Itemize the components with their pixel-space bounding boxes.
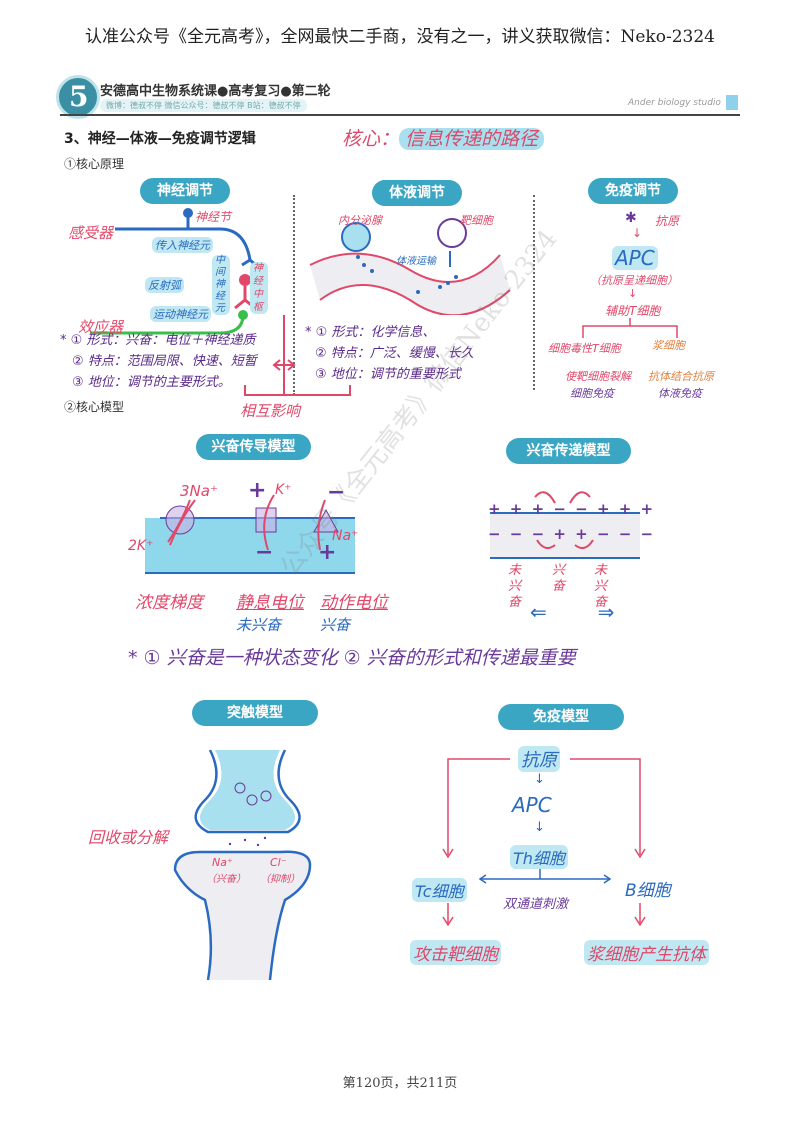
header-divider [60,114,740,116]
minus-sign-icon: − [255,540,274,565]
subsection-principle: ①核心原理 [64,157,125,171]
ion-na: Na⁺ [332,528,359,544]
label-cl: Cl⁻ [270,856,287,869]
label-transport: 体液运输 [396,256,436,267]
logo-icon: 5 [56,75,100,119]
humoral-notes: * ① 形式：化学信息、 ② 特点：广泛、缓慢、长久 ③ 地位：调节的重要形式 [305,322,474,385]
arrow-down-icon: ↓ [628,287,638,300]
key-note: * ① 兴奋是一种状态变化 ② 兴奋的形式和传递最重要 [128,647,576,669]
label-target-cell: 靶细胞 [460,214,493,227]
label-afferent: 传入神经元 [152,237,213,253]
node-antigen: 抗原 [655,214,680,228]
node-apc: APC [612,246,658,270]
page-number: 第120页，共211页 [342,1076,458,1091]
arrow-down-icon: ↓ [534,820,545,835]
im-node-tc: Tc细胞 [412,878,467,902]
arrow-down-icon: ↓ [632,226,643,240]
label-na-note: （兴奋） [206,874,246,885]
arrow-down-icon: ↓ [534,772,545,787]
column-divider [533,195,535,390]
label-recycle: 回收或分解 [88,828,169,847]
label-receptor: 感受器 [68,224,114,242]
im-node-apc: APC [512,793,552,817]
transmission-diagram [490,491,640,559]
label-na: Na⁺ [212,856,233,869]
substate-rest: 未兴奋 [236,616,282,634]
promo-banner: 认准公众号《全元高考》，全网最快二手商，没有之一，讲义获取微信：Neko-232… [85,27,715,47]
header-brand: Ander biology studio [628,98,721,108]
header-title: 安德高中生物系统课●高考复习●第二轮 [100,84,331,99]
substate-excited: 兴奋 [320,616,351,634]
note-line: ② 特点：范围局限、快速、短暂 [72,354,257,369]
logo-glyph: 5 [69,80,89,113]
im-node-antigen: 抗原 [518,746,560,772]
ion-2k: 2K⁺ [128,538,154,554]
ion-k: K⁺ [275,482,292,498]
conduction-diagram [145,494,355,574]
subsection-model: ②核心模型 [64,400,125,414]
interaction-bracket [244,315,351,396]
node-left-1: 细胞毒性T细胞 [548,342,621,355]
label-interneuron: 中间神经元 [212,255,230,315]
label-unexcited-left: 未兴奋 [508,563,522,610]
pill-immune-model: 免疫模型 [498,704,624,730]
im-node-b: B细胞 [625,881,671,901]
antigen-star-icon: ✱ [625,210,637,226]
pill-transmission: 兴奋传递模型 [506,438,631,464]
header-subtitle: 微博：德叔不停 微信公众号：德叔不停 B站：德叔不停 [100,99,307,112]
label-unexcited-right: 未兴奋 [594,563,608,610]
state-resting: 静息电位 [236,593,304,613]
immune-model-diagram [442,758,646,927]
im-node-th: Th细胞 [510,845,568,869]
im-result-tc: 攻击靶细胞 [410,940,501,965]
node-apc-note: （抗原呈递细胞） [590,274,678,287]
node-right-1: 浆细胞 [652,339,685,352]
note-line: ② 特点：广泛、缓慢、长久 [315,346,474,361]
label-efferent: 运动神经元 [150,306,211,322]
column-divider [293,195,295,395]
label-effector: 效应器 [78,318,124,336]
state-action: 动作电位 [320,593,388,613]
core-heading: 核心：信息传递的路径 [342,124,545,151]
label-ganglion: 神经节 [195,210,232,224]
synapse-diagram [173,749,312,980]
brand-icon [726,95,738,110]
node-left-3: 细胞免疫 [570,387,614,400]
node-helper: 辅助T细胞 [605,304,661,318]
core-text: 信息传递的路径 [399,128,545,150]
state-gradient: 浓度梯度 [135,593,203,613]
node-left-2: 使靶细胞裂解 [565,370,631,383]
label-gland: 内分泌腺 [338,214,382,227]
ion-3na: 3Na⁺ [180,482,218,500]
node-right-2: 抗体结合抗原 [648,370,714,383]
direction-arrows-icon: ⇐ ⇒ [530,600,615,624]
node-right-3: 体液免疫 [658,387,702,400]
charges-inner: − − − + + − − − [488,525,656,543]
pill-conduction: 兴奋传导模型 [196,434,311,460]
section-title: 3、神经—体液—免疫调节逻辑 [64,131,256,147]
plus-sign-icon: + [248,478,267,503]
label-center: 神经中枢 [250,262,268,314]
note-line: * ① 形式：兴奋：电位＋神经递质 [60,333,256,348]
immune-branch [582,318,678,338]
pill-immune: 免疫调节 [588,178,678,204]
label-interaction: 相互影响 [240,402,301,420]
neural-notes: * ① 形式：兴奋：电位＋神经递质 ② 特点：范围局限、快速、短暂 ③ 地位：调… [60,330,257,393]
pill-neural: 神经调节 [140,178,230,204]
im-result-b: 浆细胞产生抗体 [584,940,709,965]
note-line: * ① 形式：化学信息、 [305,325,436,340]
pill-synapse: 突触模型 [192,700,318,726]
minus-sign-icon: − [327,480,346,505]
pill-humoral: 体液调节 [372,180,462,206]
label-cl-note: （抑制） [260,874,300,885]
humoral-diagram [309,218,511,315]
label-reflex-arc: 反射弧 [145,277,184,293]
plus-sign-icon: + [318,540,337,565]
note-line: ③ 地位：调节的主要形式。 [72,375,231,390]
label-excited: 兴奋 [552,563,566,594]
note-line: ③ 地位：调节的重要形式 [315,367,461,382]
charges-outer: + + + − − + + + [488,500,656,518]
im-label-dual: 双通道刺激 [503,897,569,912]
core-label: 核心： [342,128,400,150]
